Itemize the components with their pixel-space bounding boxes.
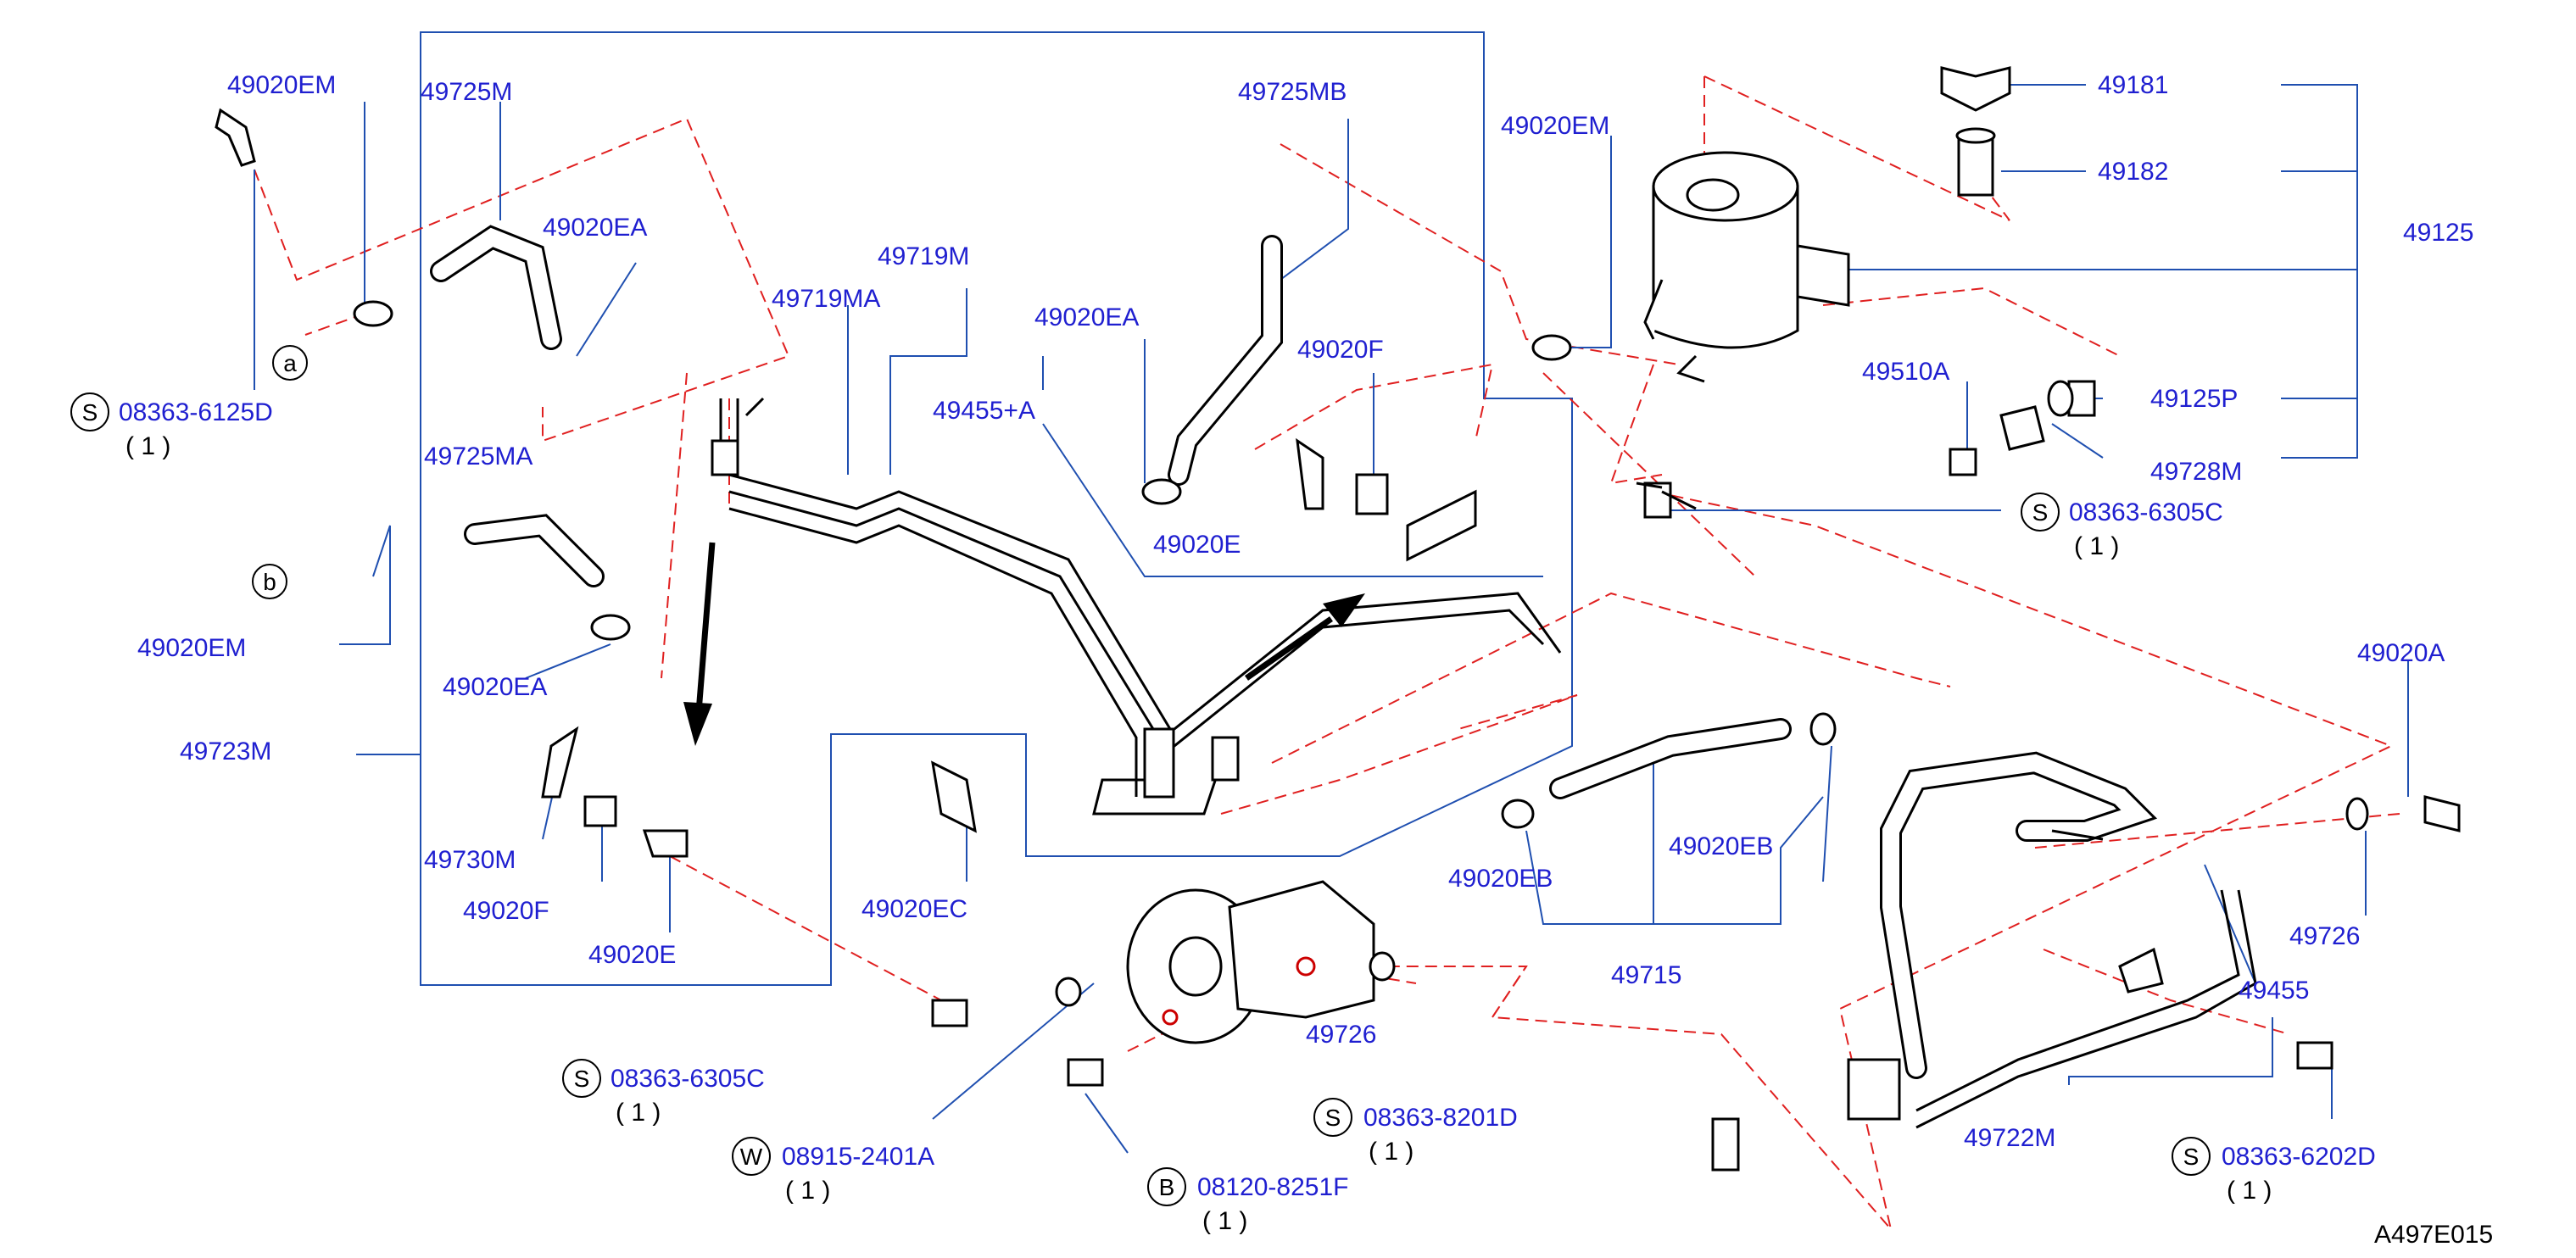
fastener-code: 08363-6305C <box>611 1065 765 1093</box>
part-label: 49725MA <box>424 443 532 470</box>
part-label: 49725MB <box>1238 78 1347 106</box>
svg-text:b: b <box>263 569 276 595</box>
diagram-reference-code: A497E015 <box>2374 1221 2493 1249</box>
svg-text:a: a <box>283 350 297 376</box>
part-label: 49020F <box>463 897 549 925</box>
fastener-symbol: S <box>574 1066 590 1092</box>
part-label: 49715 <box>1611 961 1681 989</box>
assembly-outline <box>420 31 1573 986</box>
part-label: 49726 <box>1306 1021 1376 1049</box>
part-label: 49020EA <box>443 673 547 701</box>
fastener-code: 08363-6125D <box>119 398 273 426</box>
fastener-code: 08120-8251F <box>1197 1173 1348 1201</box>
part-label: 49020A <box>2357 639 2445 667</box>
fastener-qty: ( 1 ) <box>785 1177 830 1205</box>
direction-arrows <box>683 542 1365 746</box>
fastener-qty: ( 1 ) <box>1369 1138 1413 1166</box>
fastener-code: 08363-8201D <box>1363 1104 1518 1132</box>
part-label: 49020EM <box>137 634 246 662</box>
fastener-08915-2401A: W 08915-2401A ( 1 ) <box>732 1137 934 1205</box>
fastener-code: 08363-6202D <box>2222 1143 2376 1171</box>
fastener-qty: ( 1 ) <box>125 432 170 460</box>
part-label: 49181 <box>2098 71 2168 99</box>
part-label: 49730M <box>424 846 516 874</box>
fastener-08363-6202D: S 08363-6202D ( 1 ) <box>2172 1137 2376 1205</box>
callout-b: b <box>252 564 287 599</box>
part-label: 49020EB <box>1448 865 1553 893</box>
part-label: 49510A <box>1862 358 1949 386</box>
part-label: 49722M <box>1964 1124 2055 1152</box>
fastener-08363-8201D: S 08363-8201D ( 1 ) <box>1313 1098 1518 1166</box>
part-label: 49726 <box>2289 922 2360 950</box>
bolts-washers <box>215 108 2461 1172</box>
part-label: 49020EM <box>1501 112 1609 140</box>
clamps-brackets <box>353 300 2164 994</box>
part-label: 49125 <box>2403 219 2473 247</box>
pressure-pipe-assembly <box>711 397 1562 815</box>
part-label: 49719M <box>878 242 969 270</box>
part-label: 49020F <box>1297 336 1384 364</box>
part-label: 49455 <box>2239 977 2309 1005</box>
leader-lines <box>254 84 2409 1154</box>
part-label: 49020EC <box>861 895 967 923</box>
part-label: 49020EA <box>543 214 647 242</box>
callout-a: a <box>272 345 308 381</box>
fastener-symbol: S <box>82 399 98 426</box>
fastener-symbol: W <box>740 1144 763 1170</box>
part-labels: 49020EM 49725M 49020EA 49719MA 49719M 49… <box>137 71 2473 1152</box>
fastener-qty: ( 1 ) <box>616 1099 661 1127</box>
fastener-08363-6305C-right: S 08363-6305C ( 1 ) <box>2021 493 2223 560</box>
dashed-mounting-lines <box>254 75 2400 1230</box>
fastener-08363-6305C-left: S 08363-6305C ( 1 ) <box>562 1059 765 1127</box>
reservoir-tank <box>1643 66 2096 519</box>
part-label: 49725M <box>421 78 512 106</box>
part-label: 49182 <box>2098 158 2168 186</box>
fastener-symbol: S <box>1325 1105 1341 1131</box>
fastener-08363-6125D: S 08363-6125D ( 1 ) <box>70 392 273 460</box>
part-label: 49020EM <box>227 71 336 99</box>
power-steering-pump <box>1126 880 1375 1044</box>
fastener-symbol: B <box>1159 1174 1175 1200</box>
fastener-symbol: S <box>2183 1144 2200 1170</box>
part-label: 49020E <box>1153 531 1241 559</box>
part-label: 49455+A <box>933 397 1035 425</box>
fastener-code: 08363-6305C <box>2069 498 2223 526</box>
fastener-qty: ( 1 ) <box>1202 1207 1247 1235</box>
part-label: 49719MA <box>772 285 880 313</box>
fastener-08120-8251F: B 08120-8251F ( 1 ) <box>1147 1167 1348 1235</box>
part-label: 49728M <box>2150 458 2242 486</box>
part-label: 49125P <box>2150 385 2238 413</box>
part-label: 49020E <box>588 941 676 969</box>
part-label: 49020EB <box>1669 832 1773 860</box>
part-label: 49723M <box>180 738 271 765</box>
fastener-code: 08915-2401A <box>782 1143 934 1171</box>
part-label: 49020EA <box>1034 303 1139 331</box>
fastener-symbol: S <box>2032 499 2049 526</box>
hoses <box>430 225 2257 1129</box>
fastener-qty: ( 1 ) <box>2227 1177 2272 1205</box>
fastener-qty: ( 1 ) <box>2074 532 2119 560</box>
